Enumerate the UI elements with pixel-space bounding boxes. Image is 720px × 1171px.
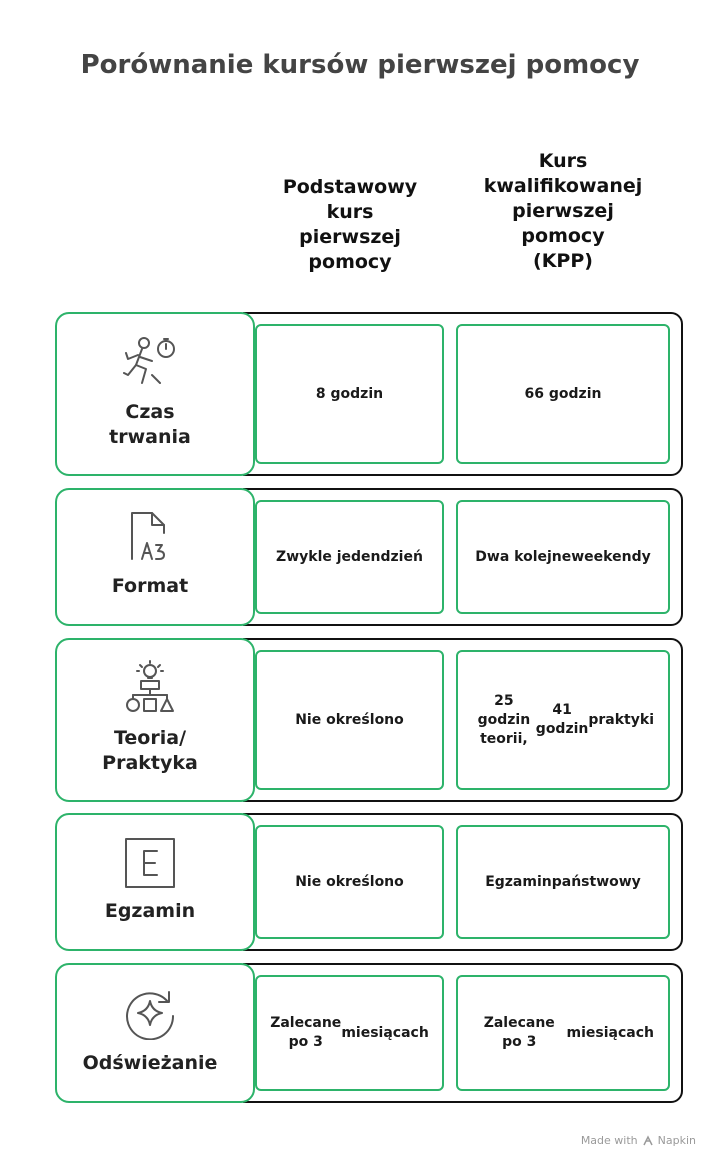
row-values-frame — [243, 488, 683, 626]
comparison-row-theory-practice: Teoria/Praktyka Nie określono 25 godzin … — [55, 638, 683, 802]
napkin-logo-icon — [642, 1134, 653, 1145]
letter-e-icon — [115, 835, 185, 891]
row-label-frame — [55, 963, 255, 1103]
row-values-frame — [243, 813, 683, 951]
row-values-frame — [243, 963, 683, 1103]
row-label-frame — [55, 488, 255, 626]
row-label-frame — [55, 638, 255, 802]
cell-basic: Nie określono — [255, 650, 444, 790]
refresh-sparkle-icon — [115, 985, 185, 1041]
footer-watermark: Made with Napkin — [581, 1134, 696, 1147]
cell-kpp: 66 godzin — [456, 324, 670, 464]
lightbulb-shapes-icon — [115, 658, 185, 714]
footer-brand: Napkin — [657, 1134, 696, 1147]
document-a3-icon — [115, 508, 185, 564]
row-label-frame — [55, 813, 255, 951]
row-label: Egzamin — [104, 900, 196, 922]
cell-basic: 8 godzin — [255, 324, 444, 464]
page-title: Porównanie kursów pierwszej pomocy — [80, 50, 640, 80]
cell-basic: Nie określono — [255, 825, 444, 939]
row-label: Odświeżanie — [82, 1052, 218, 1074]
footer-made-with: Made with — [580, 1134, 638, 1147]
row-label-frame — [55, 312, 255, 476]
row-label: Teoria/Praktyka — [102, 727, 198, 774]
running-stopwatch-icon — [115, 334, 185, 390]
row-label: Format — [111, 575, 189, 597]
row-values-frame — [243, 312, 683, 476]
